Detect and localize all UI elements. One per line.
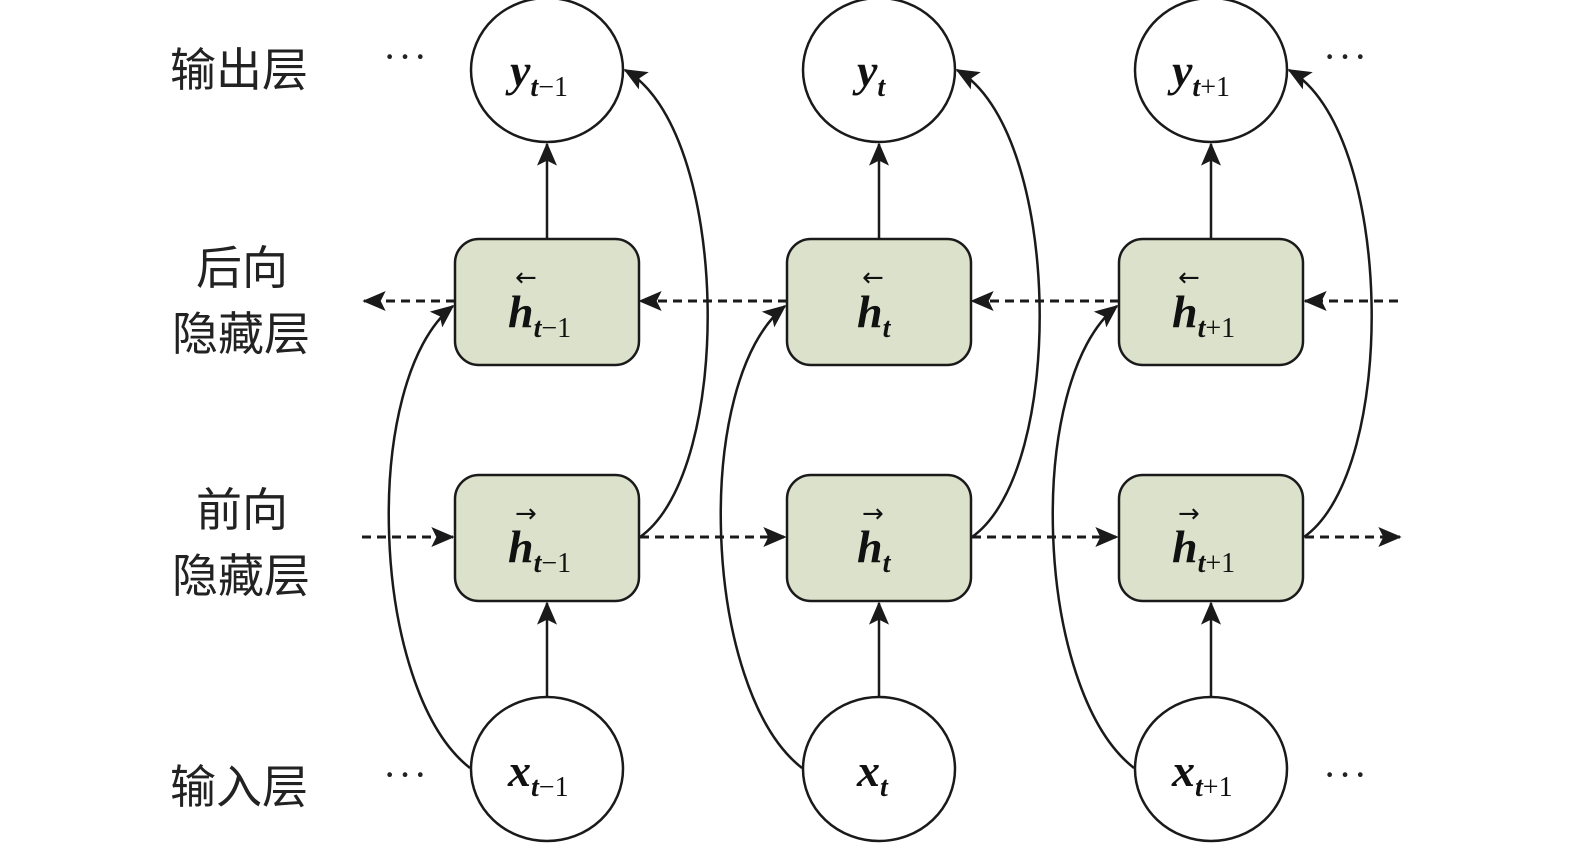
svg-text:ht+1: ht+1 (1172, 521, 1235, 579)
forward-layer-label-line2: 隐藏层 (172, 549, 310, 603)
input-node (801, 695, 957, 843)
svg-text:ht: ht (857, 521, 892, 579)
svg-text:yt+1: yt+1 (1167, 45, 1230, 103)
input-ellipsis-left: ··· (383, 752, 429, 797)
input-node (1133, 695, 1289, 843)
output-ellipsis-left: ··· (383, 34, 429, 79)
edge-x-to-bwd-h (1051, 304, 1135, 769)
input-node (469, 695, 625, 843)
svg-text:xt+1: xt+1 (1171, 745, 1233, 803)
edge-x-to-bwd-h (387, 304, 471, 769)
edge-x-to-bwd-h (719, 304, 803, 769)
svg-text:ht−1: ht−1 (508, 286, 571, 344)
backward-hidden-node (1117, 237, 1305, 367)
svg-text:yt: yt (852, 45, 886, 103)
svg-text:xt−1: xt−1 (507, 745, 569, 803)
backward-hidden-node (453, 237, 641, 367)
backward-layer-label-line2: 隐藏层 (172, 307, 310, 361)
output-node (801, 0, 957, 144)
backward-hidden-node (785, 237, 973, 367)
svg-text:ht: ht (857, 286, 892, 344)
column-t-minus-1: yt−1 ← ht−1 → ht−1 xt−1 (387, 0, 709, 843)
forward-hidden-node (453, 473, 641, 603)
forward-direction-icon: → (862, 499, 884, 529)
column-t: yt ← ht → ht xt (719, 0, 1041, 843)
column-t-plus-1: yt+1 ← ht+1 → ht+1 xt+1 (1051, 0, 1373, 843)
backward-direction-icon: ← (1178, 263, 1200, 293)
backward-direction-icon: ← (515, 263, 537, 293)
edge-fwd-h-to-y (1287, 68, 1373, 539)
forward-layer-label-line1: 前向 (196, 483, 288, 537)
forward-direction-icon: → (1178, 499, 1200, 529)
forward-hidden-node (1117, 473, 1305, 603)
backward-layer-label-line1: 后向 (196, 241, 288, 295)
edge-fwd-h-to-y (955, 68, 1041, 539)
svg-text:ht+1: ht+1 (1172, 286, 1235, 344)
forward-direction-icon: → (515, 499, 537, 529)
svg-text:xt: xt (856, 745, 889, 803)
output-ellipsis-right: ··· (1323, 34, 1369, 79)
input-layer-label: 输入层 (170, 760, 308, 814)
input-ellipsis-right: ··· (1323, 752, 1369, 797)
output-node (1133, 0, 1289, 144)
edge-fwd-h-to-y (623, 68, 709, 539)
backward-direction-icon: ← (862, 263, 884, 293)
output-node (469, 0, 625, 144)
output-layer-label: 输出层 (170, 43, 308, 97)
forward-hidden-node (785, 473, 973, 603)
svg-text:yt−1: yt−1 (505, 45, 568, 103)
svg-text:ht−1: ht−1 (508, 521, 571, 579)
